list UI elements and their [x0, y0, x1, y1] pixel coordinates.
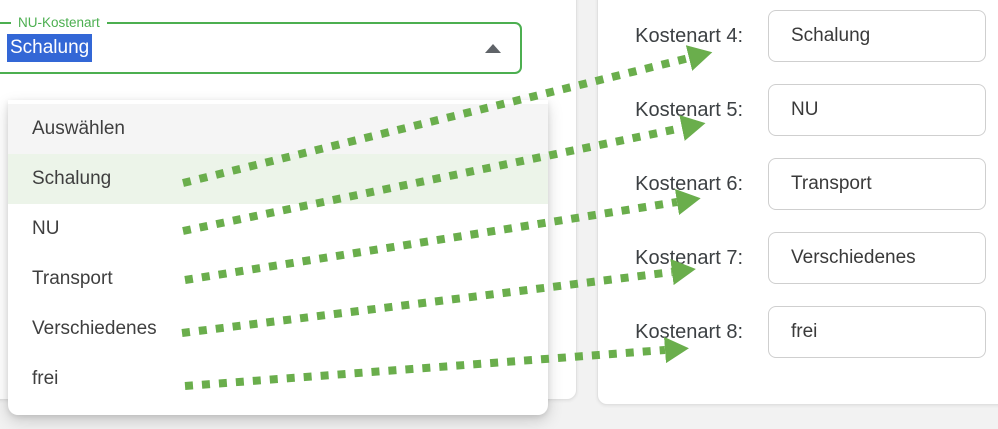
kostenart-5-value: NU: [791, 99, 819, 120]
kostenart-4-field[interactable]: Schalung: [768, 10, 986, 62]
nu-kostenart-select[interactable]: NU-Kostenart Schalung: [0, 14, 522, 74]
selected-text-highlight: Schalung: [7, 34, 93, 62]
kostenart-6-value: Transport: [791, 173, 872, 194]
dropdown-option-transport[interactable]: Transport: [32, 268, 113, 289]
kostenart-8-value: frei: [791, 321, 818, 342]
dropdown-option-nu[interactable]: NU: [32, 218, 60, 239]
kostenart-4-label: Kostenart 4:: [635, 25, 743, 47]
nu-kostenart-select-label: NU-Kostenart: [11, 14, 107, 32]
dropdown-option-auswaehlen[interactable]: Auswählen: [8, 104, 548, 154]
kostenart-5-field[interactable]: NU: [768, 84, 986, 136]
kostenart-4-value: Schalung: [791, 25, 871, 46]
collapse-triangle-icon[interactable]: [485, 44, 501, 53]
dropdown-option-frei[interactable]: frei: [32, 368, 59, 389]
kostenart-7-field[interactable]: Verschiedenes: [768, 232, 986, 284]
dropdown-option-schalung[interactable]: Schalung: [8, 154, 548, 204]
kostenart-5-label: Kostenart 5:: [635, 99, 743, 121]
nu-kostenart-select-value: Schalung: [7, 34, 93, 62]
kostenart-7-label: Kostenart 7:: [635, 247, 743, 269]
kostenart-6-label: Kostenart 6:: [635, 173, 743, 195]
kostenart-6-field[interactable]: Transport: [768, 158, 986, 210]
nu-kostenart-dropdown-panel: Auswählen Schalung NU Transport Verschie…: [8, 100, 548, 415]
dropdown-option-verschiedenes[interactable]: Verschiedenes: [32, 318, 157, 339]
kostenart-8-label: Kostenart 8:: [635, 321, 743, 343]
kostenart-7-value: Verschiedenes: [791, 247, 916, 268]
kostenart-8-field[interactable]: frei: [768, 306, 986, 358]
